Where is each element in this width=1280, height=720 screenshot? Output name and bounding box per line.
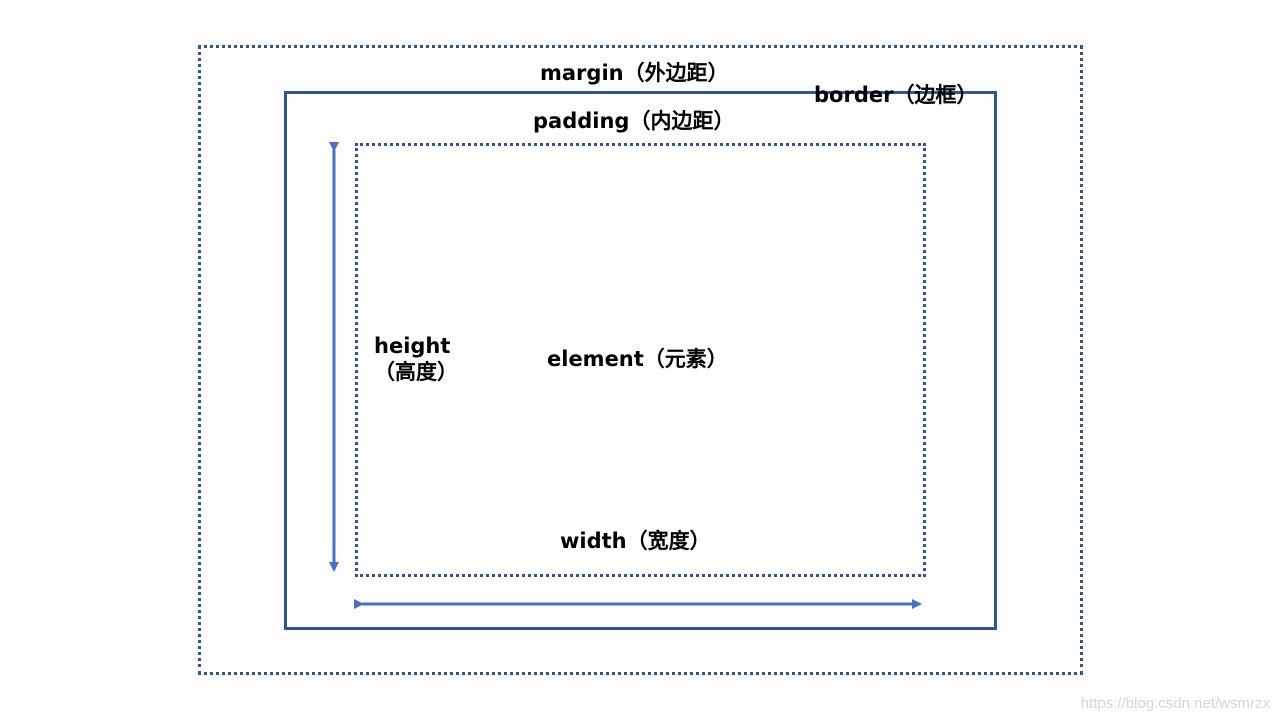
height-label-line2: （高度） [374, 360, 458, 384]
border-box [284, 91, 997, 630]
margin-box [198, 45, 1083, 675]
padding-box [355, 143, 926, 577]
width-label: width（宽度） [560, 529, 711, 553]
padding-label: padding（内边距） [533, 109, 735, 133]
height-label: height （高度） [374, 333, 464, 385]
element-label: element（元素） [547, 347, 728, 371]
height-label-line1: height [374, 334, 451, 358]
margin-label: margin（外边距） [540, 61, 729, 85]
border-label: border（边框） [814, 83, 978, 107]
watermark: https://blog.csdn.net/wsmrzx [1080, 695, 1270, 712]
